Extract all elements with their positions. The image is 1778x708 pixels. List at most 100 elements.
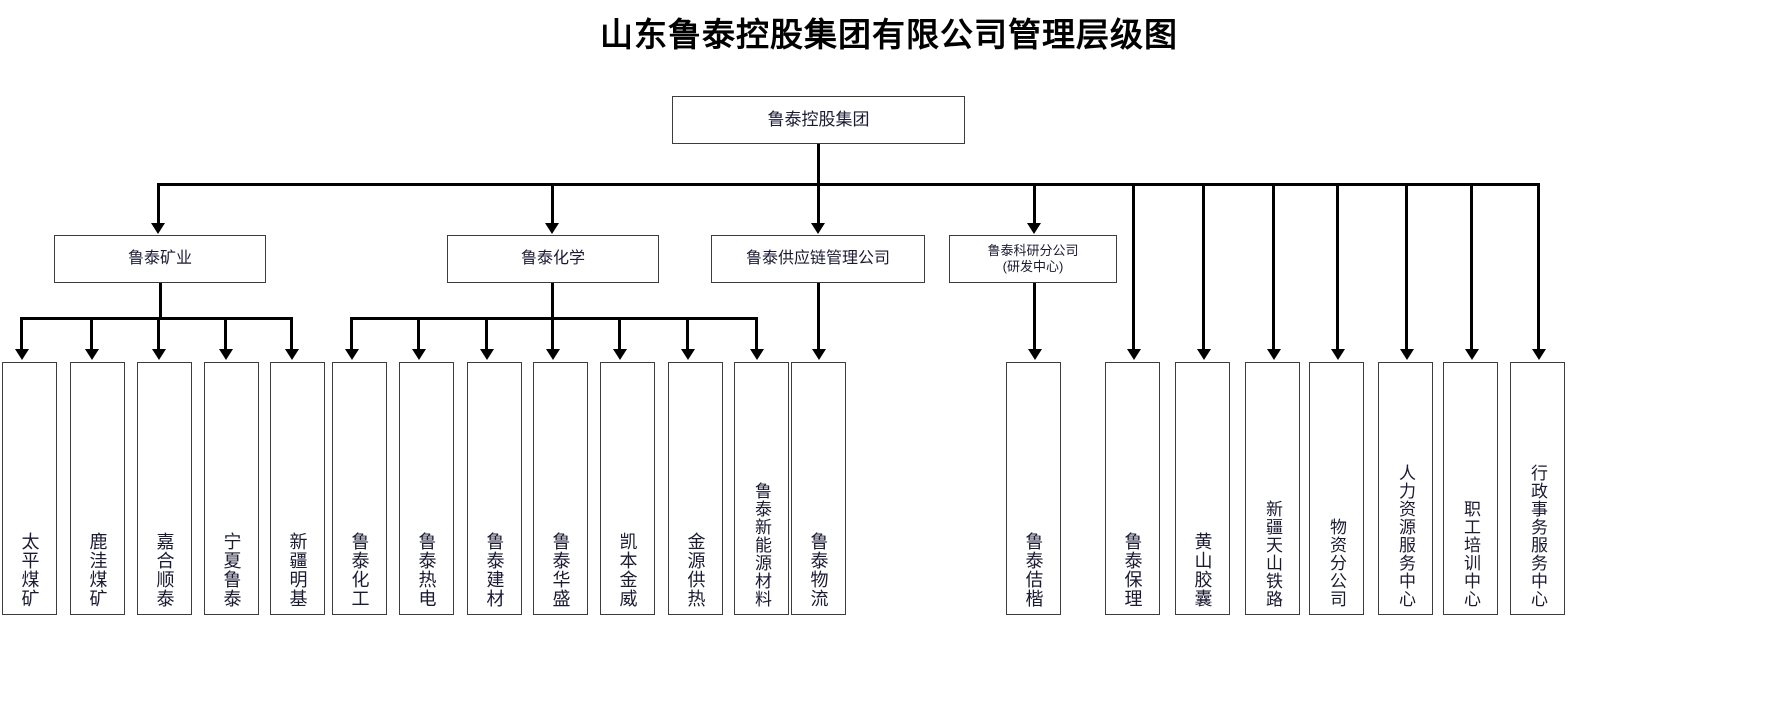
node-leaf-lutai-jikai-label: 鲁泰佶楷 — [1023, 532, 1044, 608]
arrowhead-leaf-d6 — [1465, 349, 1479, 360]
arrowhead-leaf-d5 — [1400, 349, 1414, 360]
arrowhead-leaf-c5 — [681, 349, 695, 360]
node-leaf-huangshan-capsule[interactable]: 黄山胶囊 — [1175, 362, 1230, 615]
node-leaf-luwa-coal[interactable]: 鹿洼煤矿 — [70, 362, 125, 615]
arrowhead-leaf-c1 — [412, 349, 426, 360]
page-title: 山东鲁泰控股集团有限公司管理层级图 — [600, 18, 1178, 54]
node-leaf-lutai-logistics-label: 鲁泰物流 — [808, 532, 829, 608]
node-leaf-huangshan-capsule-label: 黄山胶囊 — [1192, 532, 1213, 608]
connector-drop-leaf-d3 — [1272, 183, 1275, 350]
node-leaf-ningxia-lutai[interactable]: 宁夏鲁泰 — [204, 362, 259, 615]
node-mining[interactable]: 鲁泰矿业 — [54, 235, 266, 283]
node-leaf-jinyuan-heating-label: 金源供热 — [685, 532, 706, 608]
connector-chemical-bus — [350, 317, 758, 320]
arrowhead-leaf-d7 — [1532, 349, 1546, 360]
connector-mining-bus — [20, 317, 292, 320]
connector-chemical-stem — [551, 283, 554, 318]
arrowhead-leaf-s0 — [812, 349, 826, 360]
arrowhead-leaf-d3 — [1267, 349, 1281, 360]
arrowhead-leaf-d2 — [1197, 349, 1211, 360]
node-leaf-admin-affairs-service-center[interactable]: 行政事务服务中心 — [1510, 362, 1565, 615]
node-leaf-lutai-thermal-power-label: 鲁泰热电 — [416, 532, 437, 608]
connector-drop-leaf-c0 — [350, 317, 353, 350]
node-chemical[interactable]: 鲁泰化学 — [447, 235, 659, 283]
connector-drop-leaf-s0 — [817, 283, 820, 350]
arrowhead-leaf-m1 — [85, 349, 99, 360]
node-leaf-xinjiang-tianshan-railway-label: 新疆天山铁路 — [1263, 500, 1282, 608]
connector-drop-leaf-c3 — [551, 317, 554, 350]
node-leaf-kaiben-jinwei-label: 凯本金威 — [617, 532, 638, 608]
arrowhead-leaf-c0 — [345, 349, 359, 360]
node-leaf-jiaheshuntai[interactable]: 嘉合顺泰 — [137, 362, 192, 615]
connector-drop-research — [1033, 183, 1036, 224]
node-leaf-lutai-chemical[interactable]: 鲁泰化工 — [332, 362, 387, 615]
arrowhead-leaf-c2 — [480, 349, 494, 360]
node-leaf-staff-training-center-label: 职工培训中心 — [1461, 500, 1480, 608]
node-leaf-lutai-factoring[interactable]: 鲁泰保理 — [1105, 362, 1160, 615]
node-leaf-lutai-chemical-label: 鲁泰化工 — [349, 532, 370, 608]
connector-drop-leaf-d7 — [1537, 183, 1540, 350]
node-leaf-xinjiang-mingji-label: 新疆明基 — [287, 532, 308, 608]
connector-mining-stem — [159, 283, 162, 318]
arrowhead-leaf-m4 — [285, 349, 299, 360]
arrowhead-leaf-m0 — [15, 349, 29, 360]
connector-drop-leaf-c1 — [417, 317, 420, 350]
node-leaf-taiping-coal[interactable]: 太平煤矿 — [2, 362, 57, 615]
arrowhead-chemical — [545, 223, 559, 234]
node-leaf-lutai-jikai[interactable]: 鲁泰佶楷 — [1006, 362, 1061, 615]
node-leaf-xinjiang-tianshan-railway[interactable]: 新疆天山铁路 — [1245, 362, 1300, 615]
arrowhead-research — [1027, 223, 1041, 234]
node-leaf-xinjiang-mingji[interactable]: 新疆明基 — [270, 362, 325, 615]
node-chemical-label: 鲁泰化学 — [520, 250, 585, 268]
node-root[interactable]: 鲁泰控股集团 — [672, 96, 965, 144]
node-leaf-lutai-thermal-power[interactable]: 鲁泰热电 — [399, 362, 454, 615]
node-leaf-taiping-coal-label: 太平煤矿 — [19, 532, 40, 608]
connector-drop-leaf-m2 — [157, 317, 160, 350]
node-leaf-admin-affairs-service-center-label: 行政事务服务中心 — [1528, 464, 1547, 608]
node-leaf-staff-training-center[interactable]: 职工培训中心 — [1443, 362, 1498, 615]
connector-drop-leaf-d2 — [1202, 183, 1205, 350]
connector-drop-leaf-m3 — [224, 317, 227, 350]
connector-main-bus — [157, 183, 1539, 186]
node-research-label-line1: 鲁泰科研分公司 — [987, 242, 1079, 258]
connector-drop-leaf-c6 — [755, 317, 758, 350]
arrowhead-leaf-d1 — [1127, 349, 1141, 360]
node-leaf-lutai-factoring-label: 鲁泰保理 — [1122, 532, 1143, 608]
node-leaf-lutai-huasheng-label: 鲁泰华盛 — [550, 532, 571, 608]
node-leaf-lutai-new-energy-materials[interactable]: 鲁泰新能源材料 — [734, 362, 789, 615]
node-leaf-hr-service-center-label: 人力资源服务中心 — [1396, 464, 1415, 608]
node-leaf-kaiben-jinwei[interactable]: 凯本金威 — [600, 362, 655, 615]
connector-drop-chemical — [551, 183, 554, 224]
connector-drop-leaf-m0 — [20, 317, 23, 350]
node-leaf-ningxia-lutai-label: 宁夏鲁泰 — [221, 532, 242, 608]
arrowhead-supply — [811, 223, 825, 234]
node-leaf-jiaheshuntai-label: 嘉合顺泰 — [154, 532, 175, 608]
node-research-label-line2: (研发中心) — [1002, 259, 1064, 274]
connector-drop-supply — [817, 183, 820, 224]
arrowhead-leaf-m3 — [219, 349, 233, 360]
connector-drop-leaf-d0 — [1033, 283, 1036, 350]
connector-drop-leaf-c2 — [485, 317, 488, 350]
connector-drop-leaf-c5 — [686, 317, 689, 350]
arrowhead-leaf-c3 — [546, 349, 560, 360]
node-leaf-lutai-logistics[interactable]: 鲁泰物流 — [791, 362, 846, 615]
connector-drop-leaf-m1 — [90, 317, 93, 350]
connector-drop-leaf-c4 — [618, 317, 621, 350]
node-root-label: 鲁泰控股集团 — [767, 110, 870, 130]
arrowhead-leaf-d0 — [1028, 349, 1042, 360]
node-leaf-lutai-building-materials[interactable]: 鲁泰建材 — [467, 362, 522, 615]
arrowhead-mining — [151, 223, 165, 234]
arrowhead-leaf-m2 — [152, 349, 166, 360]
node-research[interactable]: 鲁泰科研分公司 (研发中心) — [949, 235, 1117, 283]
node-leaf-luwa-coal-label: 鹿洼煤矿 — [87, 532, 108, 608]
connector-drop-leaf-d6 — [1470, 183, 1473, 350]
node-mining-label: 鲁泰矿业 — [127, 250, 192, 268]
node-leaf-lutai-building-materials-label: 鲁泰建材 — [484, 532, 505, 608]
node-leaf-hr-service-center[interactable]: 人力资源服务中心 — [1378, 362, 1433, 615]
node-supply[interactable]: 鲁泰供应链管理公司 — [711, 235, 925, 283]
node-leaf-lutai-huasheng[interactable]: 鲁泰华盛 — [533, 362, 588, 615]
node-leaf-materials-branch[interactable]: 物资分公司 — [1309, 362, 1364, 615]
connector-drop-leaf-m4 — [290, 317, 293, 350]
node-leaf-jinyuan-heating[interactable]: 金源供热 — [668, 362, 723, 615]
